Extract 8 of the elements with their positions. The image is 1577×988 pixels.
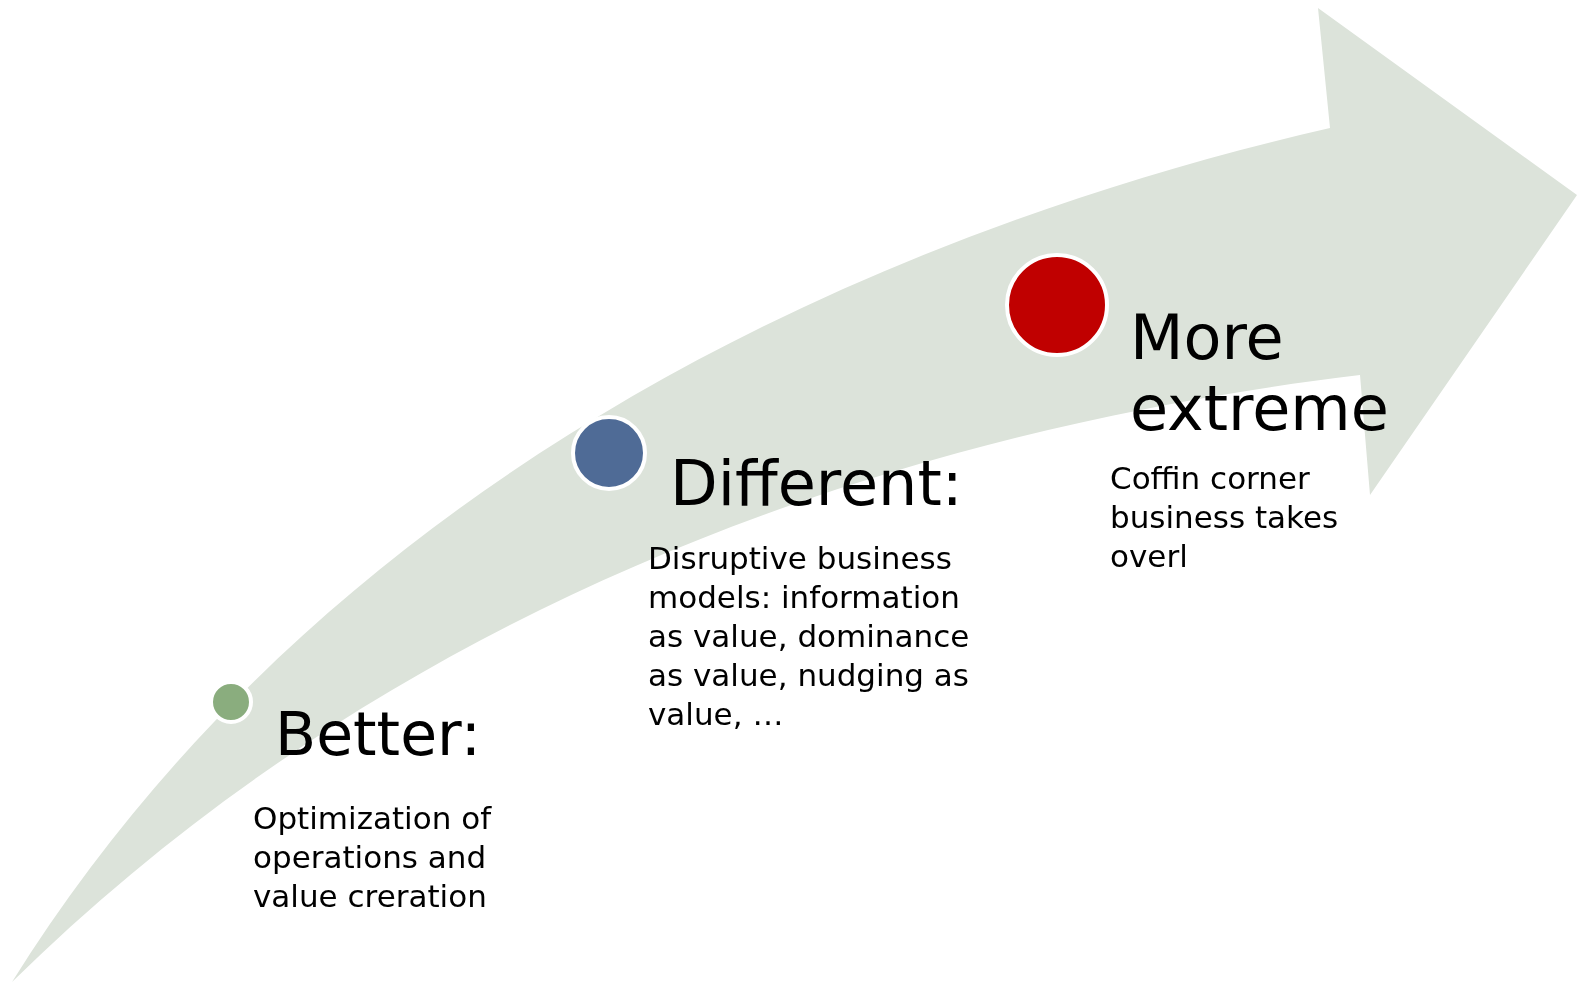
stage-description: Coffin corner business takes overl	[1110, 458, 1340, 576]
stage-description: Optimization of operations and value creration	[253, 799, 493, 916]
stage-heading: Better:	[274, 700, 482, 769]
stage-heading: Different:	[669, 448, 964, 520]
marker-dot	[1005, 253, 1109, 357]
stage-description: Disruptive business models: information as value, dominance as value, nudging as value, …	[648, 539, 971, 735]
marker-dot	[571, 415, 647, 491]
stage-heading: More extreme	[1129, 302, 1390, 445]
